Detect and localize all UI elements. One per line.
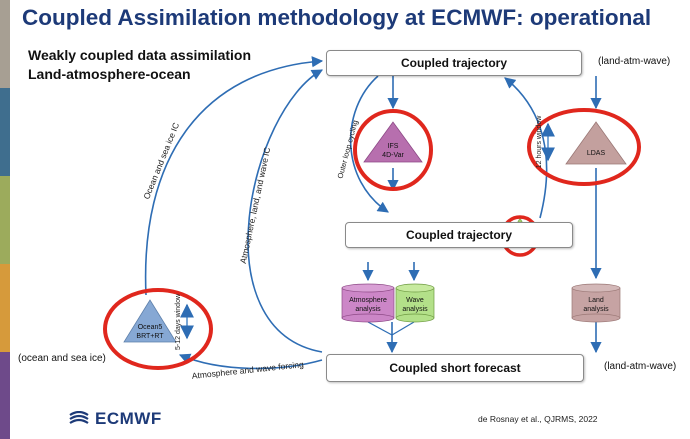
atm-ic-arrow xyxy=(247,69,323,353)
arrow-atm-down xyxy=(367,321,393,336)
land-cylinder xyxy=(571,283,621,323)
decor-stripe-1 xyxy=(0,0,10,88)
ldas-triangle xyxy=(565,121,627,165)
ifs-label-2: 4D-Var xyxy=(382,152,404,159)
forcing-label: Atmosphere and wave forcing xyxy=(191,359,304,381)
ldas-highlight-ring xyxy=(527,108,641,186)
wave-cylinder xyxy=(395,283,435,323)
ocean-highlight-ring xyxy=(103,288,213,370)
subtitle-line-2: Land-atmosphere-ocean xyxy=(28,66,191,82)
atm-analysis-label-2: analysis xyxy=(355,306,381,313)
coupled-trajectory-mid-box: Coupled trajectory xyxy=(345,222,573,248)
window-12h-label: 12 hours window xyxy=(536,115,543,168)
decor-stripe-2 xyxy=(0,88,10,176)
decor-stripe-5 xyxy=(0,352,10,439)
window-ocean-label: 5-12 days window xyxy=(175,293,182,350)
atm-analysis-label-1: Atmosphere xyxy=(349,297,387,304)
slide-title: Coupled Assimilation methodology at ECMW… xyxy=(22,5,652,30)
atm-ic-label: Atmosphere, land, and wave IC xyxy=(238,146,272,264)
ocean-ic-arrow xyxy=(144,56,324,296)
ocean-triangle xyxy=(123,299,177,343)
coupled-short-forecast-box: Coupled short forecast xyxy=(326,354,584,382)
ldas-label: LDAS xyxy=(587,150,606,157)
land-analysis-label-2: analysis xyxy=(583,306,609,313)
reference-citation: de Rosnay et al., QJRMS, 2022 xyxy=(478,414,598,424)
forcing-arrow xyxy=(178,353,323,370)
arrow-wave-down xyxy=(391,321,415,336)
ifs-highlight-ring xyxy=(353,109,433,191)
ocean-label-1: Ocean5 xyxy=(138,324,163,331)
land-atm-wave-label-top: (land-atm-wave) xyxy=(598,56,671,67)
ocean-ic-label: Ocean and sea ice IC xyxy=(141,121,181,201)
ecmwf-logo-icon xyxy=(69,411,89,424)
atmosphere-cylinder xyxy=(341,283,395,323)
ocean-sea-ice-label: (ocean and sea ice) xyxy=(18,353,106,364)
wave-analysis-label-1: Wave xyxy=(406,297,424,304)
decor-stripe-3 xyxy=(0,176,10,264)
land-analysis-label-1: Land xyxy=(588,297,604,304)
ifs-label-1: IFS xyxy=(388,143,399,150)
land-atm-wave-label-bottom: (land-atm-wave) xyxy=(604,361,677,372)
ifs-triangle xyxy=(363,121,423,163)
coupled-trajectory-top-box: Coupled trajectory xyxy=(326,50,582,76)
ecmwf-logo-text: ECMWF xyxy=(95,409,162,428)
ocean-label-2: BRT+RT xyxy=(136,333,164,340)
subtitle-line-1: Weakly coupled data assimilation xyxy=(28,47,252,63)
decor-stripe-4 xyxy=(0,264,10,352)
ecmwf-logo: ECMWF xyxy=(68,409,162,429)
outer-loop-arrow xyxy=(349,75,389,213)
wave-analysis-label-2: analysis xyxy=(402,306,428,313)
